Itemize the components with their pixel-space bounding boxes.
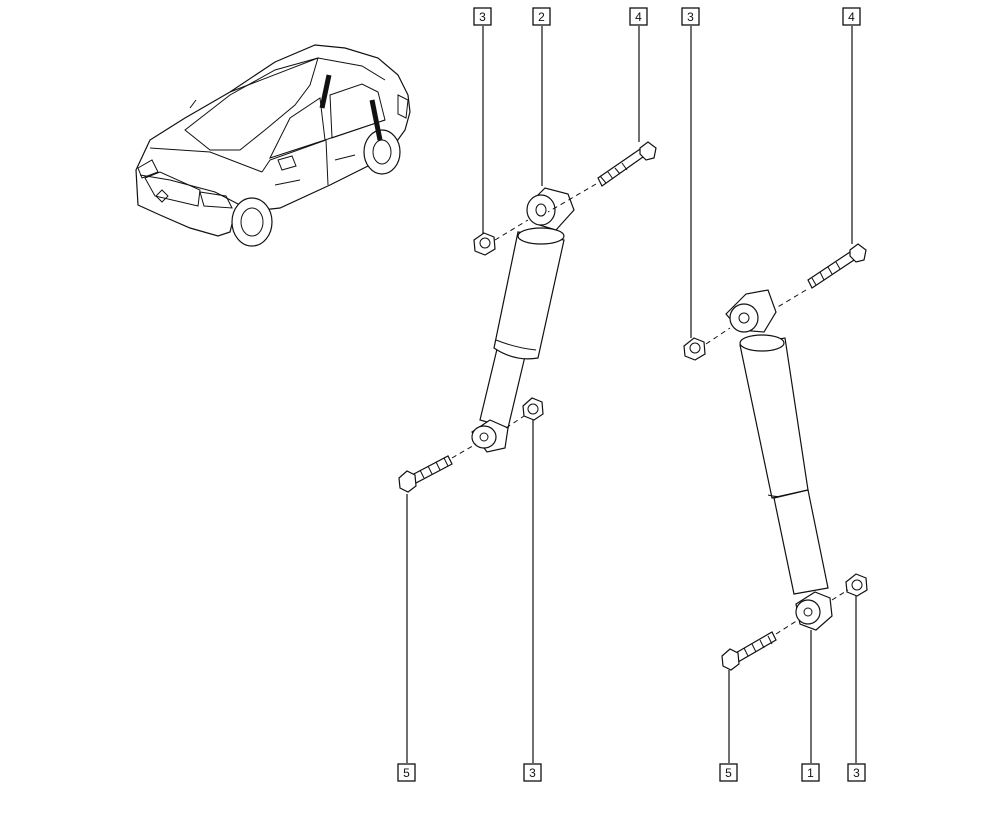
bolt-bottom-left bbox=[398, 455, 453, 493]
nut-top-left bbox=[473, 232, 496, 256]
callout-4-top-right: 4 bbox=[842, 7, 861, 26]
callout-3-bottom-right: 3 bbox=[847, 763, 866, 782]
washer-bottom-right bbox=[845, 573, 868, 597]
callout-label: 2 bbox=[538, 10, 545, 24]
right-shock-absorber bbox=[725, 289, 833, 631]
bolt-bottom-right bbox=[721, 631, 777, 671]
vehicle-illustration bbox=[135, 44, 411, 247]
callout-3-top-right: 3 bbox=[681, 7, 700, 26]
leader-lines bbox=[406, 26, 857, 763]
callout-label: 1 bbox=[807, 766, 814, 780]
washer-bottom-mid bbox=[522, 397, 544, 421]
callout-4-top-mid: 4 bbox=[629, 7, 648, 26]
callout-3-top-left: 3 bbox=[473, 7, 492, 26]
bolt-top-right bbox=[807, 243, 867, 289]
callout-label: 5 bbox=[725, 766, 732, 780]
callout-label: 4 bbox=[848, 10, 855, 24]
callout-1-bottom: 1 bbox=[801, 763, 820, 782]
callout-label: 3 bbox=[687, 10, 694, 24]
callout-label: 4 bbox=[635, 10, 642, 24]
callout-5-bottom-left: 5 bbox=[397, 763, 416, 782]
left-shock-absorber bbox=[471, 187, 575, 453]
callout-label: 5 bbox=[403, 766, 410, 780]
callout-label: 3 bbox=[853, 766, 860, 780]
callout-3-bottom-mid: 3 bbox=[523, 763, 542, 782]
callout-label: 3 bbox=[529, 766, 536, 780]
callout-5-bottom-right: 5 bbox=[719, 763, 738, 782]
nut-top-right bbox=[683, 337, 706, 361]
callout-label: 3 bbox=[479, 10, 486, 24]
bolt-top-mid bbox=[597, 141, 657, 187]
callout-2-top: 2 bbox=[532, 7, 551, 26]
